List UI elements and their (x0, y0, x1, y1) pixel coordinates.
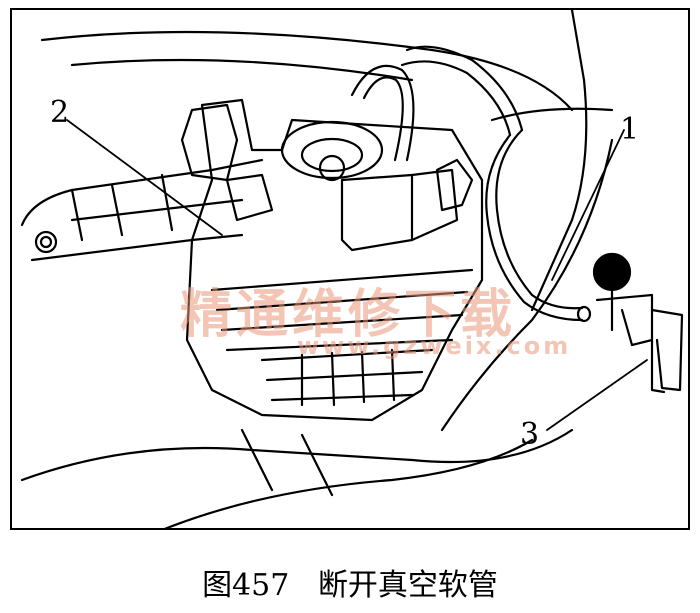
valve-dome-inner (300, 137, 364, 173)
lower-bracket (240, 428, 334, 497)
frame-rail (20, 158, 264, 227)
top-hose-upper-2 (400, 60, 512, 137)
top-hose-loop (350, 64, 415, 162)
connector-right (435, 158, 474, 212)
leader-line-3 (546, 359, 648, 431)
reservoir-box (340, 173, 414, 252)
leader-line-2 (66, 119, 223, 236)
callout-3: 3 (520, 417, 540, 452)
fender-edge-right-2 (440, 138, 614, 432)
callout-2: 2 (50, 95, 70, 130)
frame-rail-4 (70, 198, 244, 222)
canister-ribs (210, 268, 474, 352)
vacuum-hose-2 (485, 133, 584, 322)
pump-grip (650, 338, 666, 394)
top-hose-loop-2 (362, 76, 404, 162)
body-contour-upper-2 (70, 58, 414, 82)
pump-body (595, 293, 654, 347)
body-contour-upper (40, 30, 574, 112)
callout-1: 1 (620, 112, 640, 147)
pump-gauge (592, 252, 632, 292)
canister-outline (185, 98, 484, 422)
figure-title: 断开真空软管 (317, 568, 498, 603)
watermark-url: www.gzweix.com (297, 332, 572, 360)
figure-frame: 精通维修下载 www.gzweix.com 1 2 3 (10, 8, 690, 530)
valve-dome (280, 120, 384, 180)
small-wire (490, 107, 614, 122)
vacuum-hose (495, 128, 584, 310)
frame-rail-2 (30, 233, 244, 262)
bolt-hole (34, 230, 58, 254)
canister-grid (260, 348, 434, 407)
figure-number: 图457 (202, 568, 290, 603)
frame-rail-3 (70, 173, 174, 242)
figure-caption: 图457 断开真空软管 (0, 560, 700, 604)
pump-handle (650, 308, 684, 392)
reservoir-box-2 (410, 168, 459, 242)
leader-line-1 (551, 129, 625, 281)
bolt-hole-inner (39, 235, 53, 249)
line-drawing (20, 10, 684, 528)
lower-frame (20, 428, 574, 482)
vacuum-hose-end (576, 305, 592, 323)
valve-cap (318, 154, 346, 182)
fender-edge-right (530, 10, 588, 312)
top-hose-upper (405, 45, 524, 132)
watermark-text: 精通维修下载 (180, 285, 517, 345)
canister-side-panel (225, 173, 274, 222)
canister-top-block (180, 103, 239, 182)
lower-frame-2 (164, 438, 534, 528)
